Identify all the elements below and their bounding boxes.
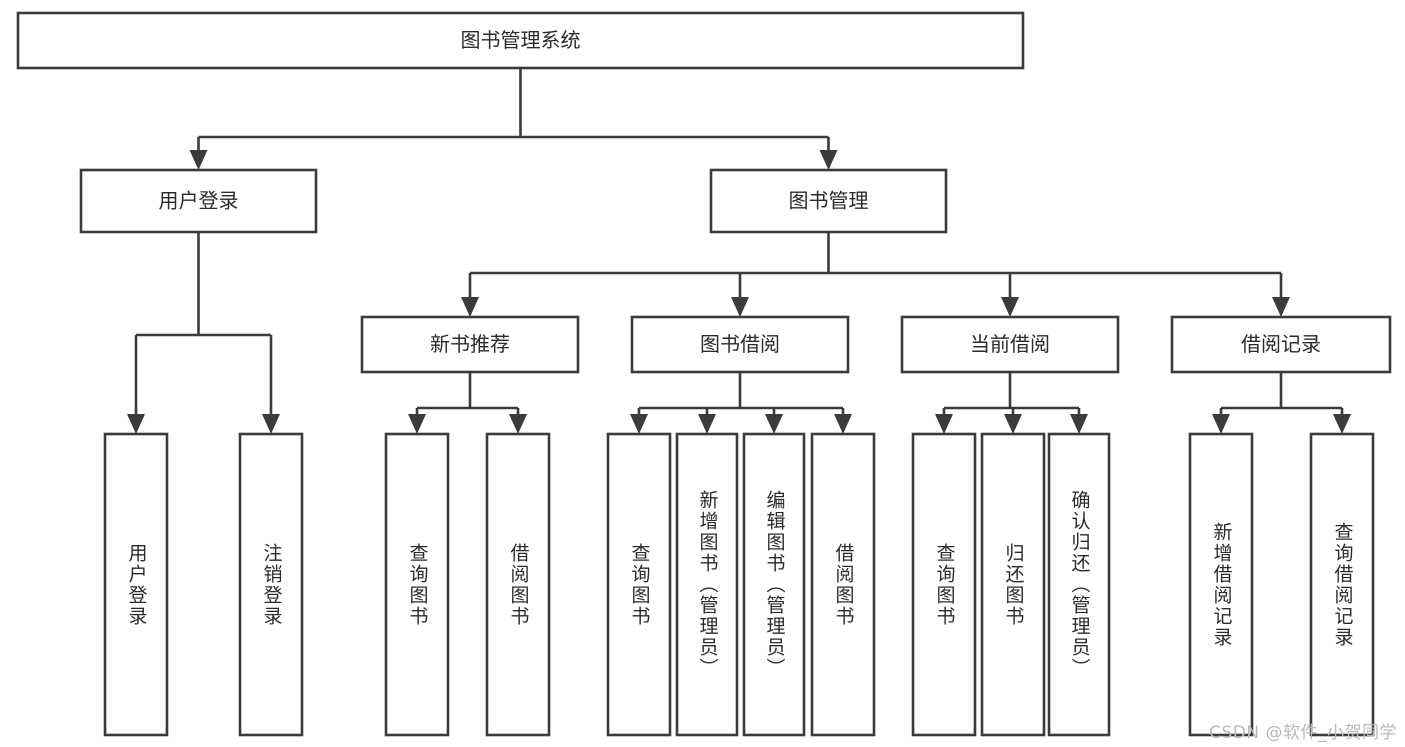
leaf-node-box-6[interactable] (742, 432, 806, 737)
leaf-node-box-0[interactable] (103, 432, 169, 737)
connector-arrow-1-1 (731, 297, 749, 317)
connectors-layer (127, 68, 1351, 434)
connector-arrow-5-0 (935, 414, 953, 434)
leaf-node-box-1[interactable] (238, 432, 304, 737)
leaf-node-box-5[interactable] (675, 432, 739, 737)
connector-arrow-6-1 (1333, 414, 1351, 434)
leaf-node-box-9[interactable] (980, 432, 1046, 737)
leaf-node-box-8[interactable] (911, 432, 977, 737)
connector-arrow-1-3 (1272, 297, 1290, 317)
level2-node-label-1: 图书管理 (789, 189, 869, 213)
root-node-label-0: 图书管理系统 (461, 28, 581, 52)
level2-node-box-1[interactable] (709, 168, 948, 234)
connector-arrow-5-2 (1070, 414, 1088, 434)
level3-node-box-3[interactable] (1170, 315, 1392, 374)
level3-node-box-0[interactable] (360, 315, 580, 374)
connector-arrow-0-1 (819, 150, 838, 170)
connector-arrow-2-0 (127, 414, 145, 434)
connector-arrow-0-0 (189, 150, 208, 170)
connector-arrow-4-2 (765, 414, 783, 434)
leaf-node-box-7[interactable] (810, 432, 876, 737)
leaf-node-box-12[interactable] (1309, 432, 1375, 737)
watermark: CSDN @软件_小贺同学 (1209, 723, 1397, 743)
level3-node-box-1[interactable] (630, 315, 850, 374)
connector-arrow-1-0 (461, 297, 479, 317)
level3-node-label-2: 当前借阅 (970, 332, 1050, 356)
leaf-node-box-10[interactable] (1047, 432, 1111, 737)
connector-arrow-6-0 (1212, 414, 1230, 434)
level2-node-label-0: 用户登录 (159, 189, 239, 213)
root-node-box-0[interactable] (16, 11, 1025, 70)
connector-arrow-1-2 (1001, 297, 1019, 317)
level3-node-box-2[interactable] (900, 315, 1120, 374)
leaf-node-box-11[interactable] (1188, 432, 1254, 737)
connector-arrow-4-1 (698, 414, 716, 434)
level3-node-label-0: 新书推荐 (430, 332, 510, 356)
connector-arrow-3-1 (509, 414, 527, 434)
boxes-layer (16, 11, 1392, 737)
connector-arrow-4-0 (630, 414, 648, 434)
level2-node-box-0[interactable] (79, 168, 318, 234)
connector-arrow-5-1 (1004, 414, 1022, 434)
connector-arrow-2-1 (262, 414, 280, 434)
connector-arrow-3-0 (408, 414, 426, 434)
level3-node-label-1: 图书借阅 (700, 332, 780, 356)
level3-node-label-3: 借阅记录 (1241, 332, 1321, 356)
connector-arrow-4-3 (834, 414, 852, 434)
leaf-node-box-2[interactable] (384, 432, 450, 737)
leaf-node-box-4[interactable] (606, 432, 672, 737)
leaf-node-box-3[interactable] (485, 432, 551, 737)
